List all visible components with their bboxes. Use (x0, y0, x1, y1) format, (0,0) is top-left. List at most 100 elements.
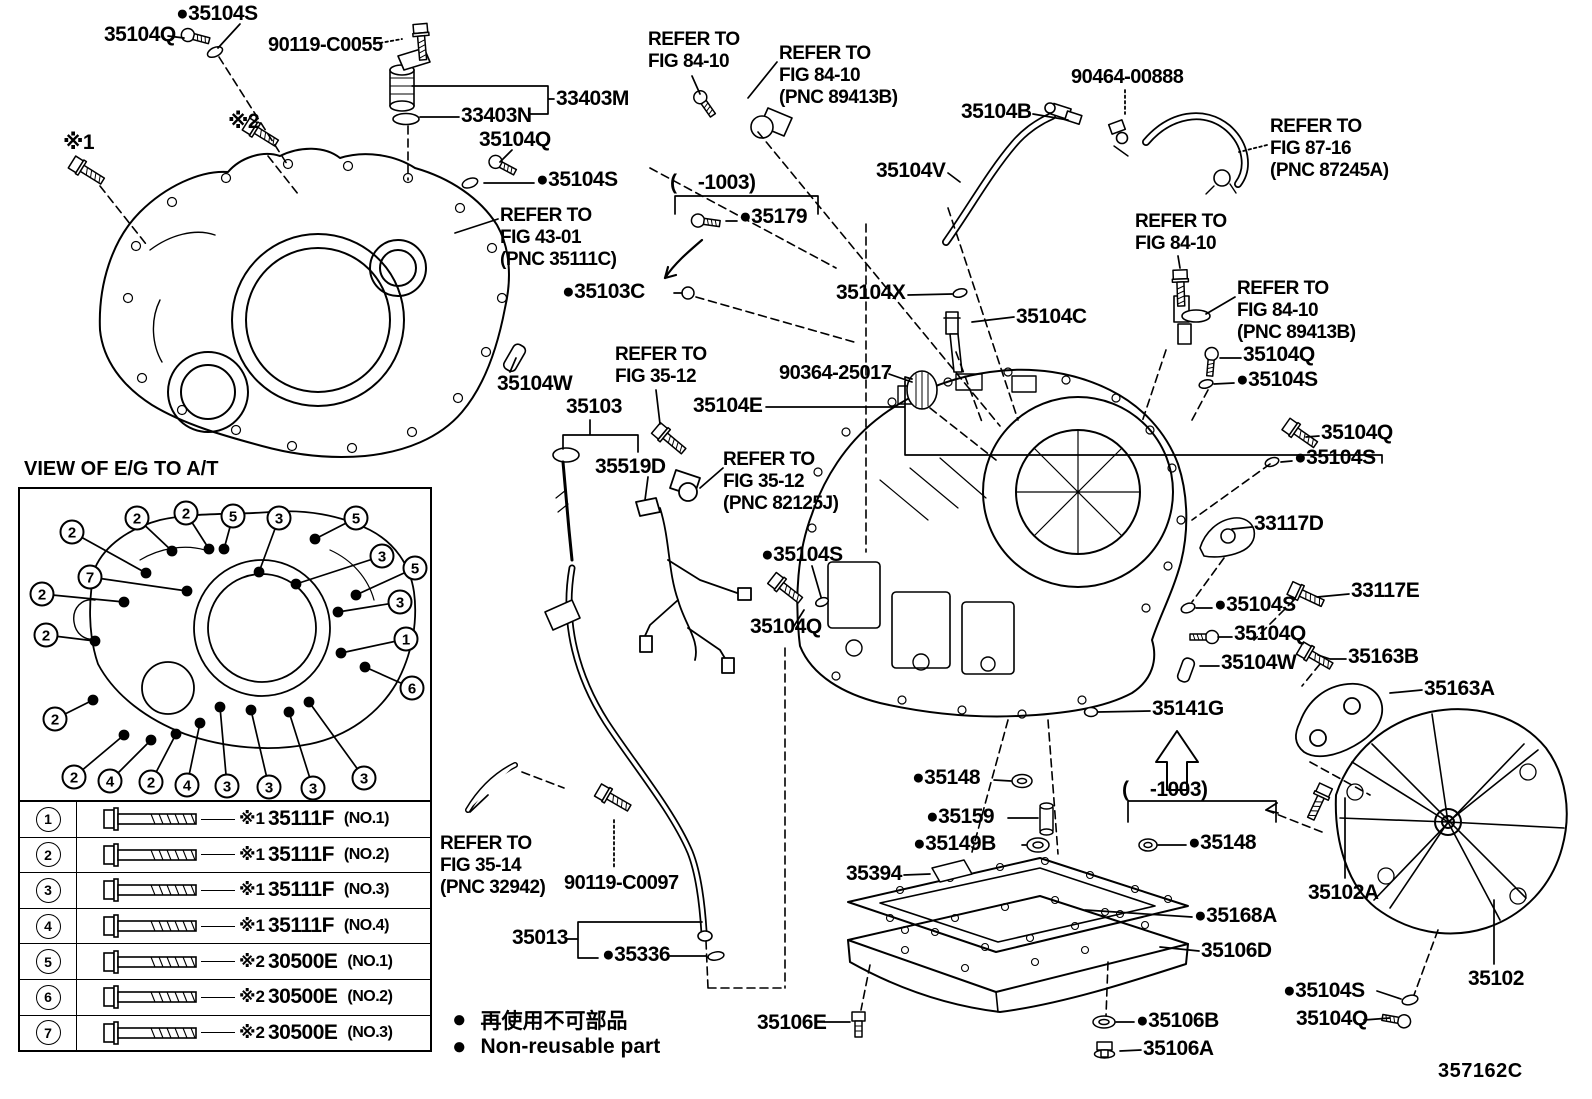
row-mark: ※2 (239, 987, 265, 1007)
svg-text:3: 3 (360, 771, 368, 788)
row-leader-line (201, 854, 235, 856)
row-number-circle: 1 (35, 806, 61, 832)
row-leader-line (201, 925, 235, 927)
row-part-number: 30500E (267, 1020, 338, 1044)
speed-sensor-top-art (750, 107, 793, 139)
bracket-35163a-art (1295, 682, 1384, 758)
non-reusable-dot-icon: ● (452, 1032, 467, 1060)
hose-union-art (1044, 102, 1083, 126)
row-mark: ※1 (239, 880, 265, 900)
svg-text:2: 2 (147, 775, 155, 792)
row-leader-line (201, 889, 235, 891)
view-callout-2 (33, 622, 59, 648)
row-number-circle: 5 (35, 949, 61, 975)
svg-text:3: 3 (309, 781, 317, 798)
view-panel-title: VIEW OF E/G TO A/T (24, 458, 219, 480)
row-part-number: 35111F (267, 914, 334, 938)
row-number-cell: 5 (20, 944, 77, 979)
row-mark: ※2 (239, 951, 265, 971)
svg-text:2: 2 (51, 712, 59, 729)
svg-text:1: 1 (402, 632, 410, 649)
svg-text:2: 2 (38, 587, 46, 604)
bolt-icon (103, 807, 197, 832)
pin-35104w-left-art (502, 343, 527, 373)
view-callout-2 (124, 505, 150, 531)
view-callout-3 (387, 589, 413, 615)
oil-temp-sensor-art (943, 311, 963, 373)
row-part-number: 35111F (267, 842, 334, 866)
view-callout-7 (77, 564, 103, 590)
hose-piece-art (465, 762, 518, 813)
view-callout-3 (266, 505, 292, 531)
leader-lines (167, 23, 1495, 1052)
svg-text:3: 3 (396, 595, 404, 612)
row-part-number: 35111F (267, 807, 334, 831)
legend-text-jp: 再使用不可部品 (480, 1009, 628, 1033)
row-position-number: (NO.1) (347, 952, 393, 970)
row-number-cell: 2 (20, 837, 77, 873)
svg-text:3: 3 (223, 779, 231, 796)
row-leader-line (201, 996, 235, 998)
svg-text:2: 2 (133, 511, 141, 528)
svg-text:5: 5 (352, 511, 360, 528)
overflow-plug-35106a-art (1093, 1041, 1116, 1059)
row-position-number: (NO.2) (343, 845, 390, 863)
row-number-circle: 2 (35, 842, 61, 868)
view-callout-2 (138, 769, 164, 795)
row-leader-line (201, 818, 235, 820)
view-callout-3 (351, 765, 377, 791)
row-number-cell: 4 (20, 908, 77, 944)
view-callout-2 (29, 581, 55, 607)
svg-text:4: 4 (106, 774, 115, 791)
bolt-icon (103, 949, 197, 974)
row-leader-line (201, 961, 235, 963)
row-position-number: (NO.3) (347, 1023, 393, 1041)
spec-table-row: 2 ※1 35111F (NO.2) (20, 836, 430, 873)
svg-text:4: 4 (183, 778, 192, 795)
svg-text:5: 5 (229, 509, 237, 526)
view-callout-6 (399, 675, 425, 701)
row-position-number: (NO.4) (343, 917, 390, 935)
dipstick-art (552, 447, 580, 562)
view-callout-2 (173, 500, 199, 526)
svg-text:2: 2 (68, 525, 76, 542)
row-part-number: 30500E (267, 949, 338, 973)
row-leader-line (201, 1032, 235, 1034)
svg-text:3: 3 (378, 549, 386, 566)
rear-cover-plate-art (1334, 708, 1568, 935)
row-position-number: (NO.1) (343, 810, 390, 828)
row-number-cell: 3 (20, 873, 77, 908)
svg-text:2: 2 (42, 628, 50, 645)
svg-text:5: 5 (411, 561, 419, 578)
row-mark: ※1 (239, 844, 265, 864)
view-callout-3 (256, 774, 282, 800)
row-mark: ※1 (239, 809, 265, 829)
view-callout-2 (42, 706, 68, 732)
row-mark: ※1 (239, 916, 265, 936)
view-callout-4 (174, 772, 200, 798)
view-callout-5 (220, 503, 246, 529)
spec-table-row: 5 ※2 30500E (NO.1) (20, 943, 430, 979)
bolt-icon (103, 914, 197, 938)
wire-harness-art (635, 469, 752, 674)
oil-pan-art (847, 895, 1189, 1013)
svg-text:3: 3 (265, 780, 273, 797)
view-callout-2 (61, 764, 87, 790)
spec-table-row: 1 ※1 35111F (NO.1) (20, 802, 430, 837)
dotted-leaders (379, 38, 1268, 869)
view-panel-frame (18, 487, 432, 803)
spec-table-row: 4 ※1 35111F (NO.4) (20, 907, 430, 944)
bolt-icon (103, 878, 197, 903)
row-number-circle: 7 (35, 1020, 61, 1046)
row-number-circle: 3 (35, 877, 61, 903)
transaxle-case-art (796, 367, 1188, 719)
row-part-number: 35111F (267, 878, 334, 902)
row-position-number: (NO.3) (343, 881, 390, 899)
row-part-number: 30500E (267, 985, 338, 1009)
row-number-circle: 6 (35, 984, 61, 1010)
view-callout-3 (300, 775, 326, 801)
legend-text-en: Non-reusable part (480, 1034, 661, 1058)
washers-and-plugs-art (465, 762, 1158, 1059)
row-number-cell: 7 (20, 1015, 77, 1051)
